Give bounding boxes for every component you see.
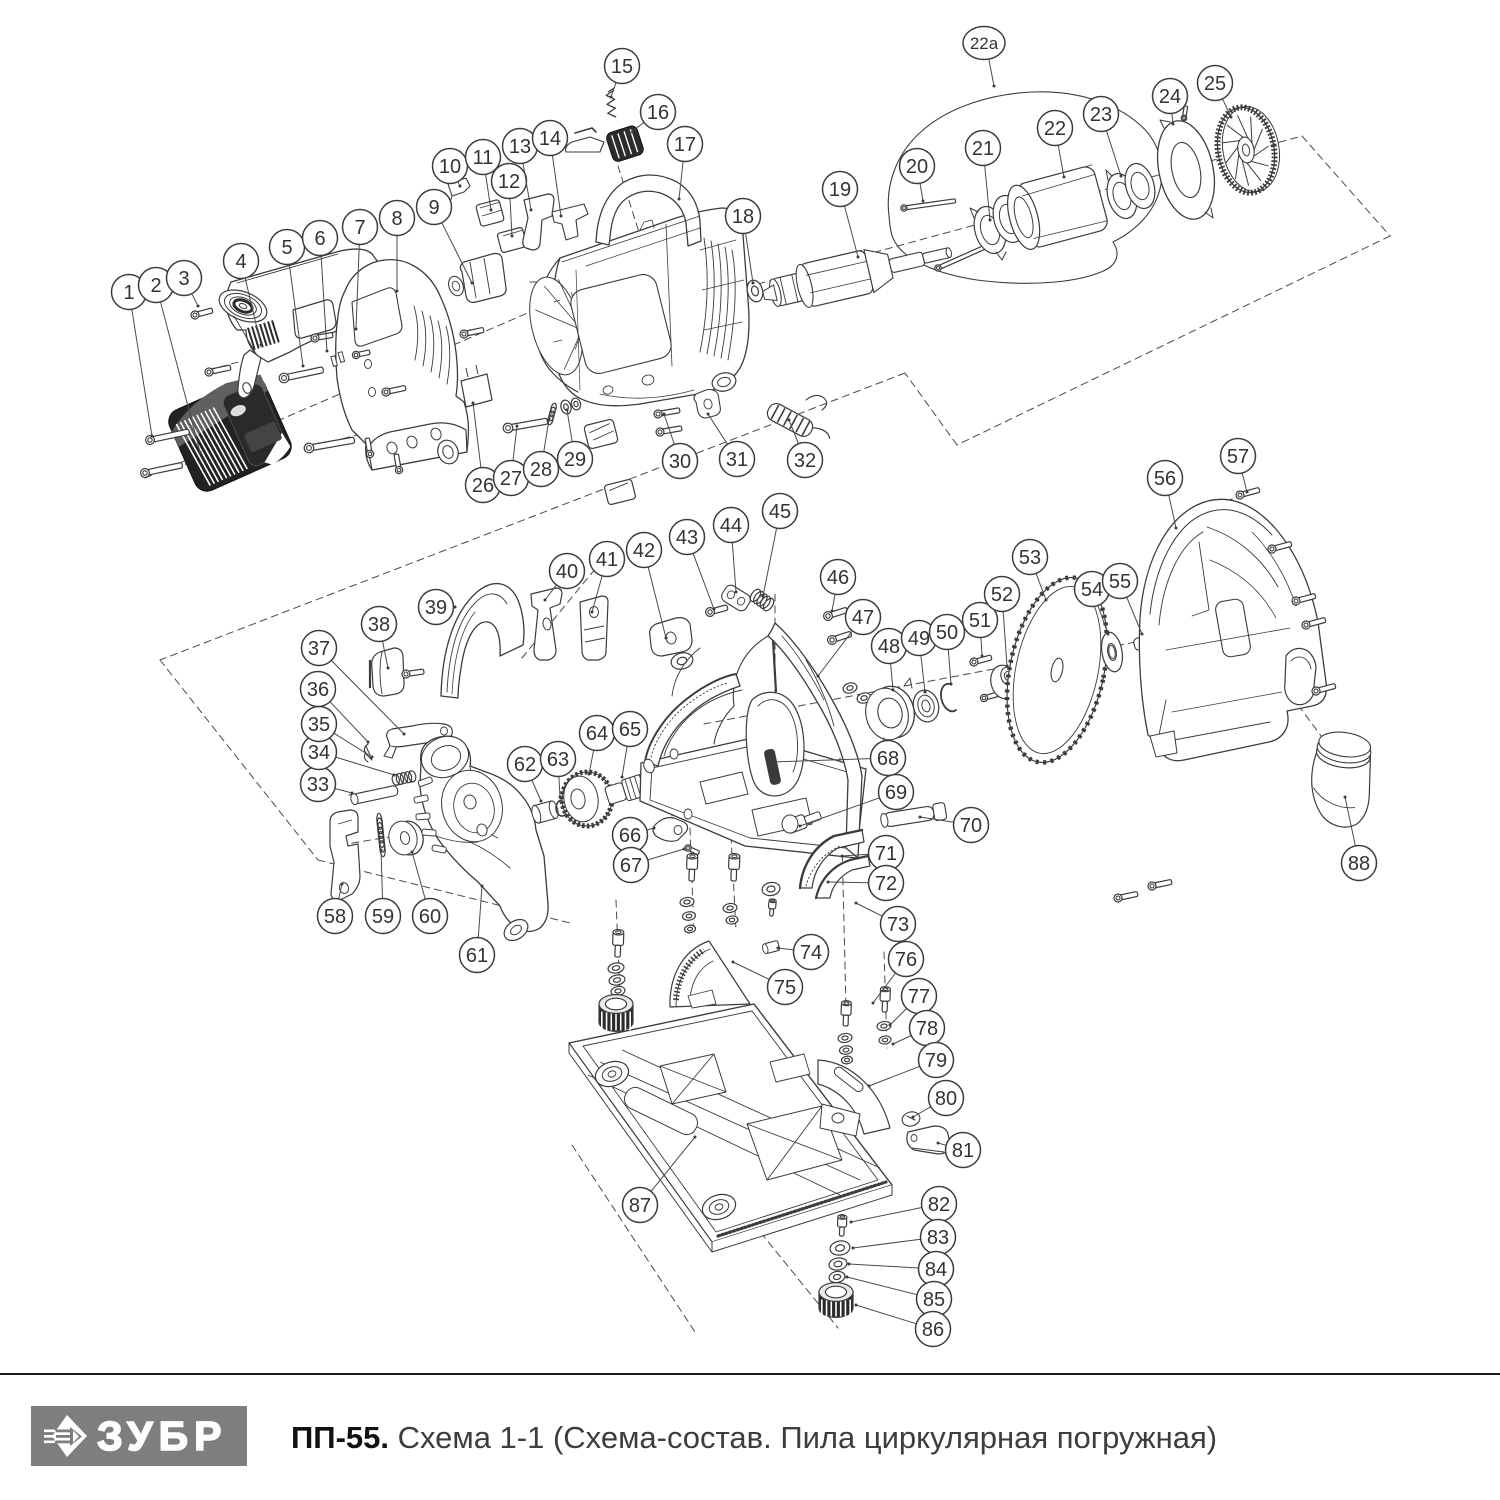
svg-text:87: 87	[629, 1195, 651, 1217]
svg-text:21: 21	[972, 138, 994, 160]
svg-text:4: 4	[235, 251, 246, 273]
svg-text:10: 10	[439, 156, 461, 178]
svg-text:57: 57	[1227, 446, 1249, 468]
svg-text:65: 65	[619, 719, 641, 741]
svg-text:24: 24	[1159, 86, 1181, 108]
svg-text:47: 47	[852, 607, 874, 629]
svg-text:46: 46	[827, 567, 849, 589]
svg-text:30: 30	[669, 451, 691, 473]
svg-text:64: 64	[586, 723, 608, 745]
svg-text:77: 77	[908, 986, 930, 1008]
svg-text:78: 78	[916, 1018, 938, 1040]
svg-text:59: 59	[372, 906, 394, 928]
svg-text:41: 41	[596, 549, 618, 571]
svg-text:54: 54	[1081, 579, 1103, 601]
svg-text:14: 14	[539, 128, 561, 150]
svg-text:58: 58	[324, 906, 346, 928]
svg-text:ПП-55. Схема 1-1 (Схема-состав: ПП-55. Схема 1-1 (Схема-состав. Пила цир…	[291, 1420, 1217, 1455]
svg-text:7: 7	[354, 217, 365, 239]
svg-text:63: 63	[547, 749, 569, 771]
svg-text:37: 37	[308, 638, 330, 660]
svg-text:71: 71	[875, 843, 897, 865]
svg-text:82: 82	[928, 1194, 950, 1216]
svg-text:67: 67	[620, 855, 642, 877]
svg-text:49: 49	[908, 628, 930, 650]
svg-text:51: 51	[969, 610, 991, 632]
svg-text:53: 53	[1019, 547, 1041, 569]
svg-text:86: 86	[922, 1319, 944, 1341]
svg-text:55: 55	[1109, 571, 1131, 593]
svg-text:83: 83	[927, 1227, 949, 1249]
svg-text:72: 72	[875, 873, 897, 895]
svg-text:13: 13	[509, 136, 531, 158]
svg-text:31: 31	[726, 449, 748, 471]
svg-text:56: 56	[1154, 468, 1176, 490]
svg-text:85: 85	[923, 1289, 945, 1311]
svg-text:12: 12	[498, 171, 520, 193]
svg-text:27: 27	[500, 468, 522, 490]
svg-text:43: 43	[676, 527, 698, 549]
svg-text:74: 74	[800, 942, 822, 964]
svg-text:42: 42	[633, 540, 655, 562]
svg-text:52: 52	[991, 584, 1013, 606]
svg-text:22a: 22a	[970, 34, 999, 53]
svg-text:22: 22	[1044, 118, 1066, 140]
svg-text:26: 26	[472, 475, 494, 497]
svg-text:60: 60	[419, 906, 441, 928]
svg-text:36: 36	[307, 679, 329, 701]
svg-text:ЗУБР: ЗУБР	[97, 1413, 227, 1459]
svg-text:6: 6	[314, 228, 325, 250]
svg-text:48: 48	[878, 636, 900, 658]
svg-text:17: 17	[674, 134, 696, 156]
svg-text:18: 18	[732, 206, 754, 228]
svg-text:61: 61	[466, 945, 488, 967]
svg-text:88: 88	[1348, 853, 1370, 875]
svg-text:20: 20	[906, 156, 928, 178]
svg-text:8: 8	[391, 208, 402, 230]
svg-text:75: 75	[774, 977, 796, 999]
svg-text:16: 16	[647, 102, 669, 124]
svg-text:38: 38	[368, 614, 390, 636]
svg-text:19: 19	[829, 179, 851, 201]
svg-text:62: 62	[514, 754, 536, 776]
svg-text:39: 39	[425, 597, 447, 619]
svg-text:2: 2	[150, 275, 161, 297]
svg-text:81: 81	[952, 1140, 974, 1162]
svg-text:70: 70	[960, 815, 982, 837]
svg-text:34: 34	[308, 742, 330, 764]
svg-text:9: 9	[428, 197, 439, 219]
svg-text:73: 73	[887, 914, 909, 936]
svg-text:29: 29	[564, 449, 586, 471]
svg-text:3: 3	[178, 268, 189, 290]
svg-text:68: 68	[877, 748, 899, 770]
svg-text:50: 50	[936, 622, 958, 644]
svg-text:66: 66	[619, 825, 641, 847]
svg-text:84: 84	[925, 1259, 947, 1281]
svg-text:79: 79	[925, 1050, 947, 1072]
svg-text:28: 28	[530, 459, 552, 481]
svg-text:76: 76	[895, 949, 917, 971]
svg-text:32: 32	[794, 450, 816, 472]
svg-text:15: 15	[611, 56, 633, 78]
svg-text:45: 45	[769, 501, 791, 523]
svg-text:33: 33	[307, 774, 329, 796]
svg-text:69: 69	[885, 782, 907, 804]
svg-text:80: 80	[935, 1088, 957, 1110]
svg-text:35: 35	[308, 714, 330, 736]
svg-text:25: 25	[1204, 73, 1226, 95]
svg-text:40: 40	[556, 561, 578, 583]
svg-text:23: 23	[1090, 104, 1112, 126]
svg-text:5: 5	[281, 237, 292, 259]
svg-text:1: 1	[123, 282, 134, 304]
svg-text:11: 11	[473, 147, 494, 169]
svg-text:44: 44	[720, 515, 742, 537]
